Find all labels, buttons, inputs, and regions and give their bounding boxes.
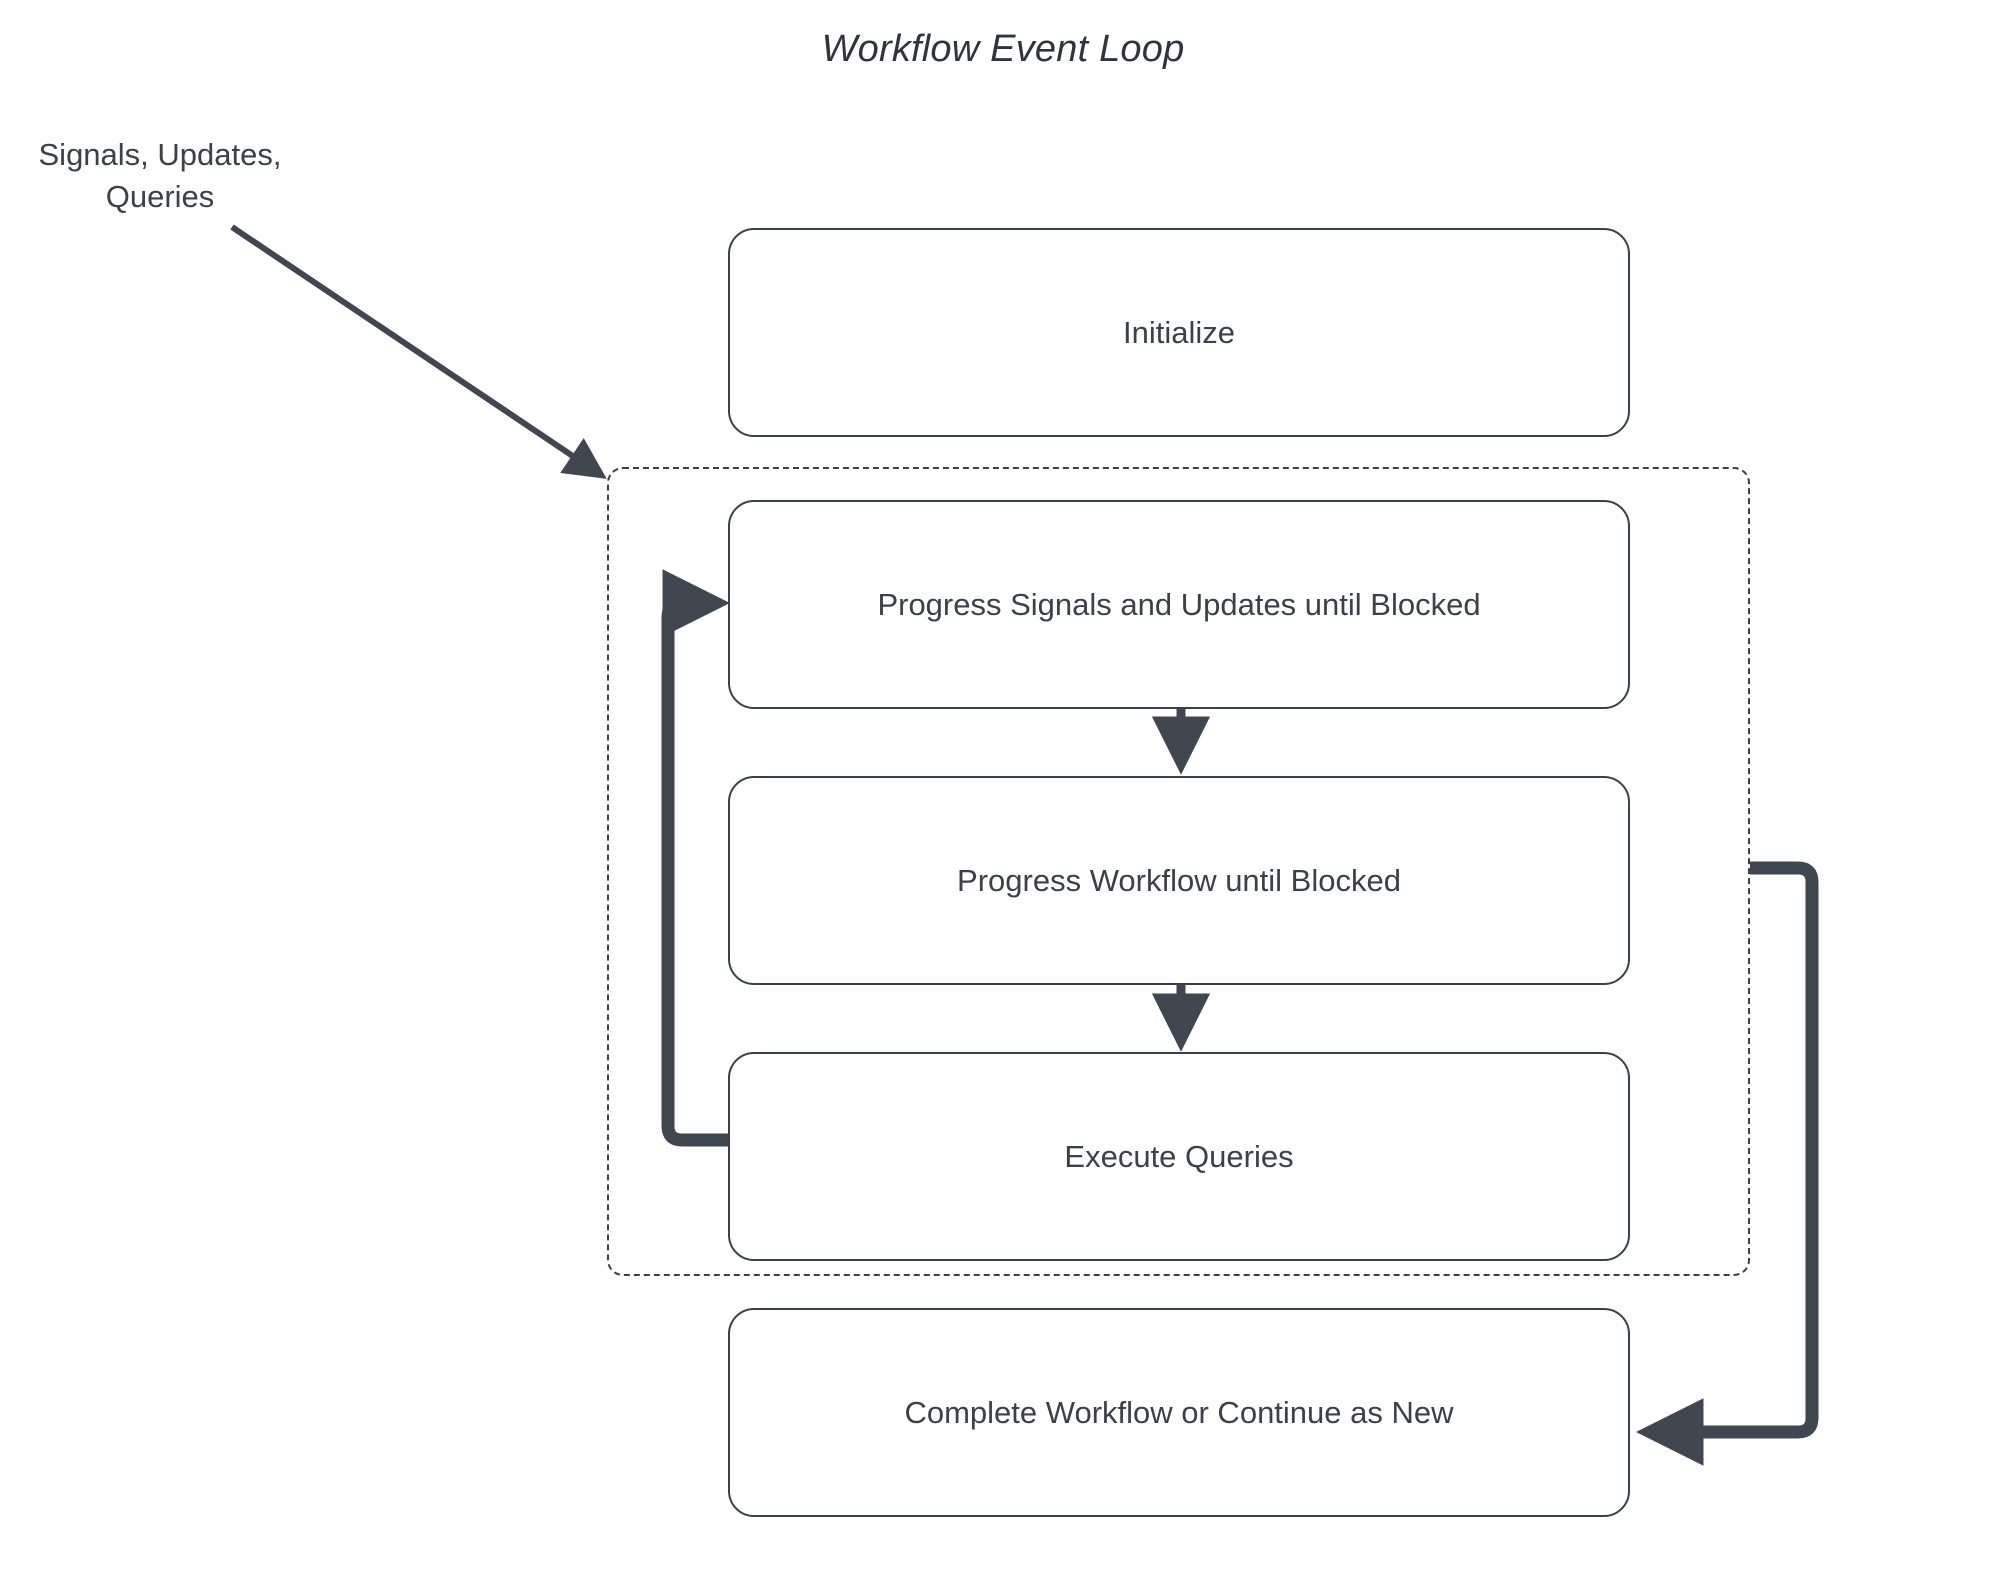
- node-execute-queries[interactable]: Execute Queries: [728, 1052, 1630, 1261]
- node-progress-signals-label: Progress Signals and Updates until Block…: [877, 586, 1481, 622]
- node-progress-workflow[interactable]: Progress Workflow until Blocked: [728, 776, 1630, 985]
- edge-queries-loop-back: [661, 569, 731, 1147]
- node-progress-workflow-label: Progress Workflow until Blocked: [957, 862, 1401, 898]
- edge-loop-to-complete: [1635, 861, 1819, 1466]
- node-initialize[interactable]: Initialize: [728, 228, 1630, 437]
- external-input-label-line1: Signals, Updates,: [38, 137, 282, 172]
- external-input-label: Signals, Updates, Queries: [20, 134, 300, 218]
- event-loop-container: [607, 467, 1750, 1276]
- node-progress-signals[interactable]: Progress Signals and Updates until Block…: [728, 500, 1630, 709]
- page-title: Workflow Event Loop: [821, 28, 1185, 70]
- node-initialize-label: Initialize: [1123, 314, 1235, 350]
- external-input-label-line2: Queries: [105, 179, 215, 214]
- node-complete-workflow[interactable]: Complete Workflow or Continue as New: [728, 1308, 1630, 1517]
- edge-signals-into-loop: [230, 224, 607, 479]
- node-execute-queries-label: Execute Queries: [1064, 1138, 1294, 1174]
- node-complete-workflow-label: Complete Workflow or Continue as New: [904, 1394, 1454, 1430]
